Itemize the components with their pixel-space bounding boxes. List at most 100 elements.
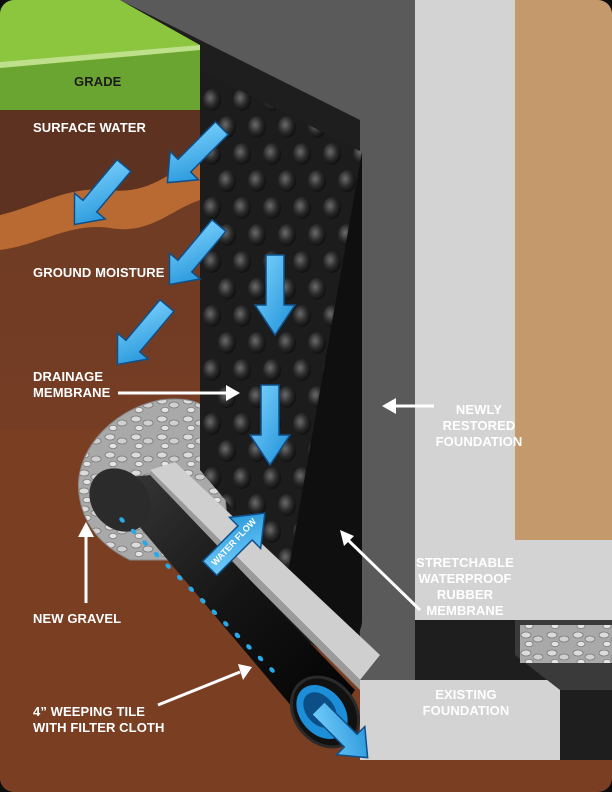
membrane-dimple (218, 332, 236, 354)
pipe-hole (176, 574, 183, 581)
label-line: RESTORED (442, 418, 516, 433)
membrane-dimple (278, 224, 296, 246)
pipe-hole (257, 655, 264, 662)
membrane-dimple (248, 278, 266, 300)
pipe-hole (246, 644, 252, 650)
membrane-dimple (263, 143, 281, 165)
label-line: EXISTING (435, 687, 497, 702)
membrane-dimple (278, 116, 296, 138)
label-line: FOUNDATION (435, 434, 523, 449)
foundation-wall-face (120, 0, 415, 680)
membrane-dimple (233, 413, 251, 435)
membrane-dimple (233, 143, 251, 165)
membrane-dimple (338, 170, 356, 192)
label-line: DRAINAGE (33, 369, 104, 384)
footing-ledge-top (150, 462, 380, 680)
callout-stretchable (346, 538, 422, 612)
label-line: 4” WEEPING TILE (33, 704, 146, 719)
membrane-dimple (248, 332, 266, 354)
membrane-dimple (278, 386, 296, 408)
membrane-dimple (308, 278, 326, 300)
label-new-gravel: NEW GRAVEL (33, 611, 122, 626)
pipe-hole (223, 621, 229, 627)
water-arrow-2 (73, 158, 132, 226)
membrane-dimple (323, 251, 341, 273)
membrane-dimple (263, 359, 281, 381)
membrane-dimple (203, 89, 221, 111)
label-existing-foundation: EXISTING FOUNDATION (416, 687, 516, 719)
soil-topsoil (0, 110, 200, 215)
pipe-hole (211, 609, 218, 616)
membrane-dimple (263, 197, 281, 219)
label-stretchable-membrane: STRETCHABLE WATERPROOF RUBBER MEMBRANE (405, 555, 525, 619)
water-exit-arrow (310, 700, 369, 759)
membrane-dimple (308, 332, 326, 354)
label-surface-water: SURFACE WATER (33, 120, 147, 135)
label-grade: GRADE (74, 74, 122, 89)
label-line: NEWLY (455, 402, 503, 417)
membrane-dimple (293, 305, 311, 327)
membrane-dimple (278, 494, 296, 516)
membrane-dimple (323, 197, 341, 219)
membrane-dimple (293, 197, 311, 219)
callout-weeping-tile (157, 670, 241, 707)
label-line: WITH FILTER CLOTH (33, 720, 165, 735)
label-weeping-tile: 4” WEEPING TILE WITH FILTER CLOTH (33, 704, 164, 736)
label-newly-restored-foundation: NEWLY RESTORED FOUNDATION (424, 402, 534, 450)
membrane-dimple (218, 440, 236, 462)
membrane-dimple (293, 359, 311, 381)
membrane-dimple (248, 494, 266, 516)
membrane-dimple (233, 251, 251, 273)
membrane-dimple (293, 251, 311, 273)
label-line: MEMBRANE (426, 603, 504, 618)
membrane-dimple (308, 224, 326, 246)
membrane-dimple (308, 170, 326, 192)
label-line: FOUNDATION (422, 703, 510, 718)
membrane-dimple (263, 521, 281, 543)
water-arrow-1 (166, 120, 230, 184)
membrane-dimple (218, 170, 236, 192)
membrane-dimple (233, 359, 251, 381)
membrane-dimple (218, 278, 236, 300)
label-ground-moisture: GROUND MOISTURE (33, 265, 165, 280)
grass-top (0, 0, 200, 62)
restored-foundation (415, 0, 612, 620)
callout-arrows (78, 385, 434, 707)
label-line: MEMBRANE (33, 385, 111, 400)
membrane-dimple (263, 467, 281, 489)
membrane-dimple (203, 413, 221, 435)
membrane-dimple (278, 170, 296, 192)
rubber-membrane (285, 152, 362, 637)
membrane-dimple (248, 170, 266, 192)
pipe-hole (165, 563, 171, 569)
pipe-hole (142, 540, 148, 546)
water-arrow-6 (248, 384, 292, 467)
membrane-dimple (233, 467, 251, 489)
membrane-dimple (203, 359, 221, 381)
existing-foundation (360, 680, 560, 760)
label-drainage-membrane: DRAINAGE MEMBRANE (33, 369, 110, 401)
grass-edge-highlight (0, 45, 200, 68)
membrane-dimple (293, 143, 311, 165)
membrane-dimple (203, 251, 221, 273)
pipe-hole (153, 551, 160, 558)
pipe-hole (119, 517, 125, 523)
water-arrow-5 (116, 298, 175, 366)
footing-ledge-side (150, 470, 360, 690)
water-arrow-3 (168, 218, 227, 286)
water-arrows (73, 120, 369, 759)
pipe-hole (200, 598, 206, 604)
pipe-hole (234, 632, 241, 639)
pipe-perforations (119, 517, 275, 673)
interior-gravel (520, 625, 612, 663)
label-line: RUBBER (436, 587, 494, 602)
water-arrow-4 (253, 254, 297, 337)
membrane-dimple (323, 143, 341, 165)
membrane-dimple (203, 197, 221, 219)
membrane-dimple (293, 413, 311, 435)
membrane-dimple (248, 116, 266, 138)
pipe-hole (130, 528, 137, 535)
membrane-dimple (248, 224, 266, 246)
membrane-dimple (233, 89, 251, 111)
